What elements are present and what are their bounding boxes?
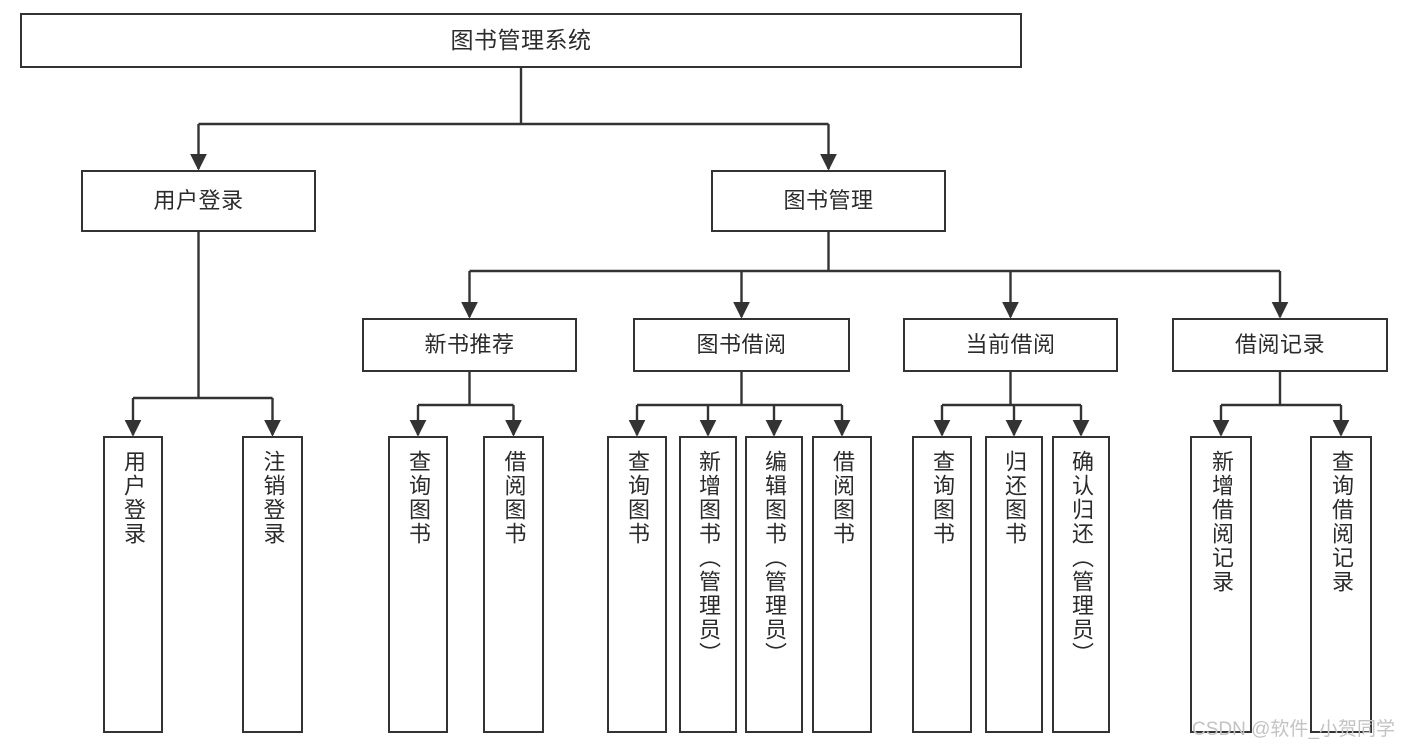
- node-leaf-new-1[interactable]: 查询图书: [388, 436, 448, 733]
- node-leaf-rec-2[interactable]: 查询借阅记录: [1310, 436, 1372, 733]
- node-leaf-cur-2[interactable]: 归还图书: [985, 436, 1043, 733]
- node-label: 归还图书: [1002, 450, 1027, 546]
- node-leaf-cur-1[interactable]: 查询图书: [912, 436, 972, 733]
- node-leaf-cur-3[interactable]: 确认归还（管理员）: [1052, 436, 1110, 733]
- node-label: 查询图书: [625, 450, 650, 546]
- node-leaf-login-2[interactable]: 注销登录: [242, 436, 303, 733]
- node-records[interactable]: 借阅记录: [1172, 318, 1388, 372]
- node-label: 编辑图书（管理员）: [762, 450, 787, 666]
- node-label: 图书借阅: [696, 332, 787, 358]
- node-leaf-login-1[interactable]: 用户登录: [103, 436, 163, 733]
- node-label: 借阅图书: [830, 450, 855, 546]
- node-borrow[interactable]: 图书借阅: [633, 318, 850, 372]
- node-label: 借阅图书: [501, 450, 527, 546]
- node-login[interactable]: 用户登录: [81, 170, 316, 232]
- node-label: 查询图书: [930, 450, 955, 546]
- node-current[interactable]: 当前借阅: [903, 318, 1118, 372]
- node-label: 图书管理系统: [450, 26, 592, 53]
- watermark: CSDN @软件_小贺同学: [1192, 719, 1395, 740]
- node-label: 新增图书（管理员）: [696, 450, 721, 666]
- node-leaf-new-2[interactable]: 借阅图书: [483, 436, 544, 733]
- node-leaf-rec-1[interactable]: 新增借阅记录: [1190, 436, 1252, 733]
- node-label: 查询借阅记录: [1329, 450, 1354, 594]
- node-label: 借阅记录: [1234, 332, 1325, 358]
- node-label: 注销登录: [260, 450, 286, 546]
- node-leaf-borrow-3[interactable]: 编辑图书（管理员）: [745, 436, 803, 733]
- node-label: 新增借阅记录: [1209, 450, 1234, 594]
- node-label: 用户登录: [121, 450, 146, 546]
- node-bookmgr[interactable]: 图书管理: [711, 170, 946, 232]
- node-root[interactable]: 图书管理系统: [20, 13, 1022, 68]
- node-label: 新书推荐: [424, 332, 515, 358]
- node-label: 用户登录: [153, 188, 244, 214]
- node-leaf-borrow-4[interactable]: 借阅图书: [812, 436, 872, 733]
- node-label: 图书管理: [783, 188, 874, 214]
- node-leaf-borrow-2[interactable]: 新增图书（管理员）: [679, 436, 737, 733]
- node-label: 查询图书: [406, 450, 431, 546]
- node-label: 确认归还（管理员）: [1069, 450, 1094, 666]
- node-newbook[interactable]: 新书推荐: [362, 318, 577, 372]
- node-label: 当前借阅: [965, 332, 1056, 358]
- node-leaf-borrow-1[interactable]: 查询图书: [607, 436, 667, 733]
